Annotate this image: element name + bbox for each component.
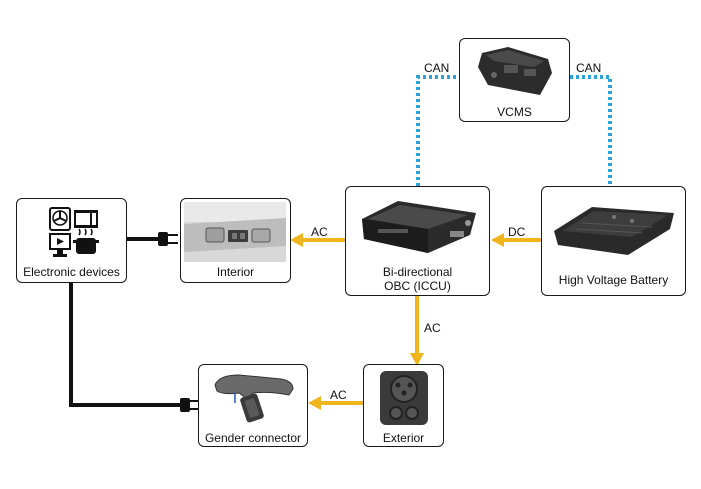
battery-label: High Voltage Battery xyxy=(558,273,669,287)
ac-gender-label: AC xyxy=(330,388,347,402)
electronic-devices-box: Electronic devices xyxy=(16,198,127,283)
gender-connector-label: Gender connector xyxy=(204,431,302,445)
obc-box: Bi-directional OBC (ICCU) xyxy=(345,186,490,296)
plug-gender-icon xyxy=(69,283,200,412)
plug-interior-icon xyxy=(127,232,178,246)
can-label-left: CAN xyxy=(424,61,450,75)
electronic-devices-icon xyxy=(49,207,99,257)
ac-interior-arrowhead xyxy=(290,233,303,247)
exterior-charging-port-icon xyxy=(380,371,428,425)
dc-label: DC xyxy=(508,225,526,239)
exterior-label: Exterior xyxy=(382,431,425,445)
vcms-module-icon xyxy=(478,47,552,95)
can-label-right: CAN xyxy=(576,61,602,75)
exterior-box: Exterior xyxy=(363,364,444,447)
obc-iccu-icon xyxy=(362,201,476,253)
interior-box: Interior xyxy=(180,198,291,283)
vcms-label: VCMS xyxy=(497,105,532,119)
electronic-devices-label: Electronic devices xyxy=(23,265,120,279)
gender-connector-icon xyxy=(214,374,294,423)
ac-gender-arrowhead xyxy=(308,396,321,410)
obc-label-line2: OBC (ICCU) xyxy=(384,279,451,293)
interior-label: Interior xyxy=(216,265,255,279)
battery-pack-icon xyxy=(554,207,674,255)
gender-connector-box: Gender connector xyxy=(198,364,308,447)
vcms-box: VCMS xyxy=(459,38,570,122)
obc-label-line1: Bi-directional xyxy=(382,265,453,279)
ac-interior-label: AC xyxy=(311,225,328,239)
can-line-right xyxy=(570,75,612,186)
ac-down-label: AC xyxy=(424,321,441,335)
ac-down-arrowhead xyxy=(410,353,424,366)
dc-arrowhead xyxy=(491,233,504,247)
interior-outlet-icon xyxy=(184,202,286,262)
battery-box: High Voltage Battery xyxy=(541,186,686,296)
can-line-left xyxy=(416,75,460,186)
